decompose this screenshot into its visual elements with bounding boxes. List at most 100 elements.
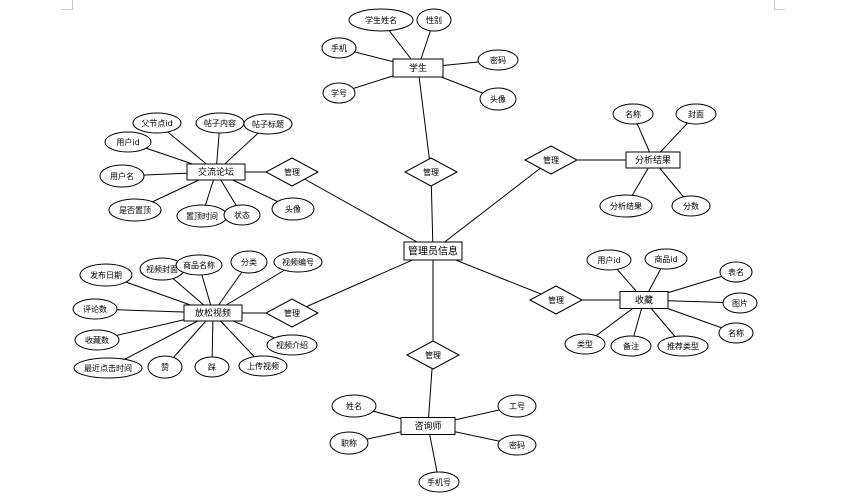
attribute-ellipse-forum-7 — [223, 204, 261, 226]
attribute-ellipse-collect-4 — [718, 322, 754, 344]
attribute-label-forum-5: 是否置顶 — [119, 206, 151, 215]
entity-box-video — [183, 304, 243, 322]
attribute-label-video-7: 最近点击时间 — [84, 363, 132, 373]
attribute-label-forum-8: 头像 — [285, 204, 301, 214]
entity-box-collect — [619, 291, 669, 309]
page-corner-mark-left — [62, 0, 73, 10]
attribute-ellipse-video-11 — [266, 334, 318, 356]
attribute-ellipse-student-0 — [348, 8, 414, 32]
attribute-ellipse-forum-0 — [132, 112, 182, 134]
attribute-ellipse-video-0 — [79, 263, 133, 287]
attribute-label-analysis-2: 分析结果 — [610, 201, 642, 211]
attribute-ellipse-analysis-0 — [612, 103, 654, 125]
attribute-label-student-4: 学号 — [331, 88, 347, 98]
attribute-label-video-1: 视频封面 — [146, 264, 178, 274]
attribute-label-counselor-2: 职称 — [341, 438, 357, 448]
attribute-ellipse-collect-6 — [610, 335, 652, 357]
attribute-label-student-3: 密码 — [490, 55, 506, 65]
attribute-label-forum-6: 置顶时间 — [186, 211, 218, 221]
attribute-ellipse-collect-0 — [586, 249, 632, 271]
relationship-diamond-rel-video — [264, 298, 320, 328]
attribute-ellipse-video-5 — [72, 298, 118, 320]
entity-label-collect: 收藏 — [635, 294, 653, 306]
connector-student-rel-student — [417, 67, 432, 173]
attribute-ellipse-collect-3 — [722, 292, 758, 314]
attribute-label-forum-2: 帖子标题 — [252, 119, 284, 129]
relationship-label-rel-counselor: 管理 — [425, 350, 441, 360]
attribute-ellipse-student-5 — [479, 87, 517, 111]
attribute-label-collect-5: 类型 — [577, 339, 593, 349]
attribute-label-counselor-4: 手机号 — [427, 477, 451, 487]
entity-box-student — [392, 58, 444, 78]
attribute-label-forum-1: 帖子内容 — [204, 118, 236, 128]
attribute-label-video-6: 收藏数 — [85, 335, 109, 345]
relationship-label-rel-forum: 管理 — [284, 167, 300, 177]
attribute-ellipse-counselor-4 — [418, 471, 460, 493]
attribute-ellipse-collect-1 — [644, 248, 688, 270]
relationship-diamond-rel-student — [403, 157, 459, 187]
attribute-ellipse-video-3 — [230, 250, 268, 274]
entity-box-forum — [186, 163, 246, 181]
relationship-label-rel-video: 管理 — [284, 308, 300, 318]
attribute-ellipse-video-9 — [194, 356, 230, 378]
attribute-ellipse-forum-4 — [99, 164, 145, 188]
attribute-label-video-4: 视频编号 — [282, 257, 314, 267]
attribute-label-student-2: 手机 — [331, 43, 347, 53]
attribute-label-analysis-3: 分数 — [683, 201, 699, 211]
attribute-label-video-5: 评论数 — [83, 304, 107, 314]
attribute-ellipse-collect-5 — [564, 333, 606, 355]
relationship-diamond-rel-analysis — [523, 145, 579, 175]
attribute-ellipse-collect-7 — [657, 335, 709, 357]
attribute-label-counselor-1: 工号 — [509, 402, 525, 411]
attribute-label-collect-1: 商品id — [654, 254, 677, 264]
attribute-ellipse-video-4 — [273, 251, 323, 273]
attribute-label-video-0: 发布日期 — [90, 270, 122, 280]
attribute-label-collect-3: 图片 — [732, 298, 748, 308]
relationship-label-rel-student: 管理 — [423, 167, 439, 177]
entity-label-admin: 管理员信息 — [408, 245, 458, 258]
connector-admin-rel-forum — [291, 171, 434, 252]
attribute-label-collect-7: 推荐类型 — [667, 341, 699, 351]
attribute-label-video-9: 踩 — [208, 362, 216, 372]
attribute-label-collect-6: 备注 — [623, 341, 639, 351]
relationship-diamond-rel-collect — [528, 285, 584, 315]
attribute-label-forum-7: 状态 — [234, 210, 250, 220]
entity-box-analysis — [625, 151, 681, 169]
attribute-ellipse-video-10 — [238, 355, 288, 377]
relationship-label-rel-analysis: 管理 — [543, 155, 559, 165]
attribute-label-forum-3: 用户id — [116, 137, 139, 147]
attribute-ellipse-analysis-1 — [675, 103, 717, 125]
attribute-ellipse-counselor-2 — [329, 431, 369, 455]
attribute-label-collect-4: 名称 — [728, 328, 744, 338]
attribute-ellipse-forum-3 — [104, 131, 152, 153]
attribute-ellipse-video-8 — [147, 355, 183, 379]
attribute-label-student-0: 学生姓名 — [365, 15, 397, 25]
attribute-label-video-8: 赞 — [161, 362, 169, 372]
relationship-diamond-rel-forum — [264, 157, 320, 187]
attribute-label-analysis-1: 封面 — [688, 109, 704, 119]
entity-label-student: 学生 — [409, 62, 427, 74]
connector-video-attr-7 — [107, 312, 214, 369]
attribute-label-counselor-0: 姓名 — [346, 401, 362, 411]
attribute-ellipse-collect-2 — [719, 261, 753, 283]
attribute-ellipse-counselor-0 — [331, 394, 377, 418]
entity-label-video: 放松视频 — [195, 307, 231, 319]
entity-box-admin — [403, 241, 463, 261]
attribute-label-video-10: 上传视频 — [247, 361, 279, 371]
attribute-ellipse-counselor-3 — [497, 434, 537, 456]
attribute-ellipse-video-7 — [73, 357, 143, 379]
relationship-label-rel-collect: 管理 — [548, 295, 564, 305]
attribute-ellipse-counselor-1 — [497, 394, 537, 418]
attribute-label-video-3: 分类 — [241, 257, 257, 267]
attribute-label-collect-2: 表名 — [728, 267, 744, 277]
attribute-ellipse-student-1 — [416, 8, 452, 32]
attribute-ellipse-forum-8 — [271, 197, 315, 221]
entity-label-analysis: 分析结果 — [635, 154, 671, 166]
attribute-ellipse-video-2 — [175, 254, 223, 276]
attribute-ellipse-student-3 — [477, 49, 519, 71]
attribute-label-analysis-0: 名称 — [625, 109, 641, 119]
entity-box-counselor — [400, 417, 456, 435]
attribute-ellipse-forum-2 — [243, 113, 293, 135]
